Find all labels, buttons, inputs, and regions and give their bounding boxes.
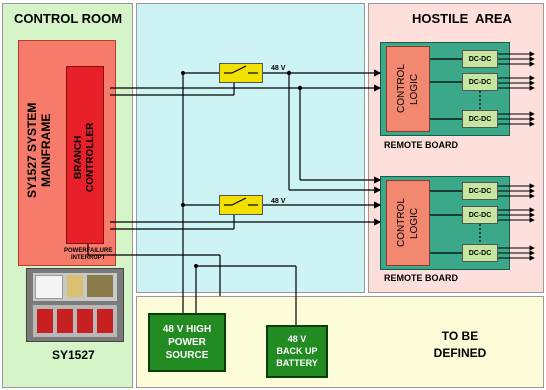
- dcdc-1-3: DC-DC: [462, 110, 498, 128]
- remote-board-1-label: REMOTE BOARD: [384, 140, 458, 150]
- sy1527-caption: SY1527: [52, 348, 95, 362]
- dcdc-1-2: DC-DC: [462, 73, 498, 91]
- backup-battery-label: 48 V BACK UP BATTERY: [276, 334, 318, 368]
- dcdc-2-2: DC-DC: [462, 206, 498, 224]
- dcdc-1-1: DC-DC: [462, 50, 498, 68]
- control-logic-1: [386, 46, 430, 132]
- high-power-source-label: 48 V HIGH POWER SOURCE: [162, 324, 212, 361]
- remote-board-2-label: REMOTE BOARD: [384, 273, 458, 283]
- sy1527-crate-image: [26, 268, 124, 342]
- control-logic-2: [386, 180, 430, 266]
- switch-top: [219, 63, 263, 83]
- high-power-source: [148, 313, 226, 372]
- control-room-title: CONTROL ROOM: [14, 11, 123, 26]
- switch-bottom: [219, 195, 263, 215]
- backup-battery: [266, 325, 328, 378]
- dcdc-2-1: DC-DC: [462, 182, 498, 200]
- middle-zone: [136, 3, 365, 293]
- hostile-area-title: HOSTILE AREA: [412, 11, 512, 26]
- line-label-48v-bottom: 48 V: [271, 198, 286, 205]
- dcdc-2-3: DC-DC: [462, 244, 498, 262]
- to-be-defined-label: TO BE DEFINED: [433, 329, 487, 360]
- line-label-48v-top: 48 V: [271, 65, 286, 72]
- branch-controller: [66, 66, 104, 244]
